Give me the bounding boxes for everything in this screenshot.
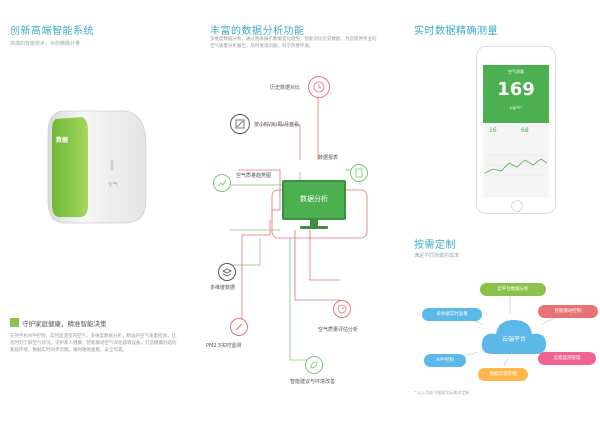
feature-check-icon: [10, 318, 19, 327]
phone-status-text: 空气质量: [508, 69, 524, 74]
history-clock-node: [308, 76, 330, 98]
pencil-icon: [235, 323, 243, 331]
air-monitor-device: 数据 空气: [42, 105, 150, 227]
gauge-icon: [337, 304, 347, 314]
chip-cloud-analysis: 云平台数据分析: [480, 283, 546, 296]
report-node-label: 数据报表: [318, 155, 339, 161]
custom-subtitle: 满足不同场景的需求: [414, 253, 460, 259]
leaf-icon: [310, 361, 318, 369]
data-analysis-monitor: 数据分析: [282, 180, 346, 232]
device-illustration: [47, 110, 147, 224]
col1-title: 创新高端智能系统: [10, 26, 94, 37]
trend-chart-node: [213, 174, 231, 192]
phone-screen: 空气质量 169 μg/m³ 16 68: [483, 65, 549, 197]
chip-multi-terminal: 多终端实时查看: [422, 308, 482, 321]
phone-aqi-value: 169: [497, 79, 535, 100]
clock-icon: [313, 81, 325, 93]
device-brand-label: 空气: [108, 182, 119, 188]
calendar-node-label: 按小时/天/周/月查看: [254, 122, 300, 128]
data-analysis-label: 数据分析: [300, 195, 328, 203]
phone-mockup: 空气质量 169 μg/m³ 16 68: [476, 46, 556, 214]
leaf-node: [305, 356, 323, 374]
col1-subtitle: 高端的智能技术，为您精确计量: [10, 41, 81, 47]
chip-cloud-storage: 数据云端存储: [478, 368, 528, 381]
layers-node-label: 多维度数据: [210, 285, 236, 291]
calendar-node: [230, 114, 250, 134]
feature-description: 支持手机APP控制，实时监测室内空气，多维度数据分析，精准的空气质量检测，让您时…: [10, 334, 177, 353]
phone-home-button: [511, 200, 523, 212]
chip-remote-monitor: 远程监测管理: [538, 352, 596, 365]
col2-title: 丰富的数据分析功能: [210, 26, 305, 37]
phone-unit: μg/m³: [510, 105, 522, 110]
cloud-platform: 云端平台: [478, 314, 550, 360]
phone-stat-2: 68: [521, 127, 529, 134]
col2-description: 多维度数据分析，通过图表展示数据变化趋势，智能对比历史数据，为您提供专业的空气质…: [210, 37, 377, 49]
pm25-node: [230, 318, 248, 336]
cloud-label: 云端平台: [501, 336, 526, 343]
col3-title: 实时数据精确测量: [414, 26, 498, 37]
chip-smart-linkage: 智能联动控制: [538, 305, 598, 318]
layers-node: [218, 263, 236, 281]
feature-title: 守护家庭健康，精准智能决策: [22, 320, 107, 328]
gauge-node-label: 空气质量评估分析: [318, 327, 359, 333]
report-icon: [355, 168, 363, 178]
trend-node-label: 空气质量趋势图: [236, 173, 272, 179]
phone-stat-1: 16: [489, 127, 497, 134]
chart-icon: [217, 179, 227, 187]
phone-trend-chart: [485, 154, 547, 176]
chip-app-control: APP控制: [424, 354, 466, 367]
custom-title: 按需定制: [414, 240, 456, 251]
device-badge: 数据: [56, 137, 69, 144]
cloud-icon: [481, 320, 546, 354]
history-node-label: 历史数据对比: [270, 85, 301, 91]
pm25-node-label: PM2.5实时监测: [206, 343, 242, 349]
layers-icon: [222, 268, 232, 277]
leaf-node-label: 智能建议与环境改善: [290, 379, 336, 385]
gauge-node: [333, 300, 351, 318]
phone-header: [483, 65, 549, 123]
custom-footer-note: * 以上功能可根据实际需求定制: [414, 390, 470, 395]
calendar-icon: [235, 119, 245, 129]
report-node: [350, 164, 368, 182]
